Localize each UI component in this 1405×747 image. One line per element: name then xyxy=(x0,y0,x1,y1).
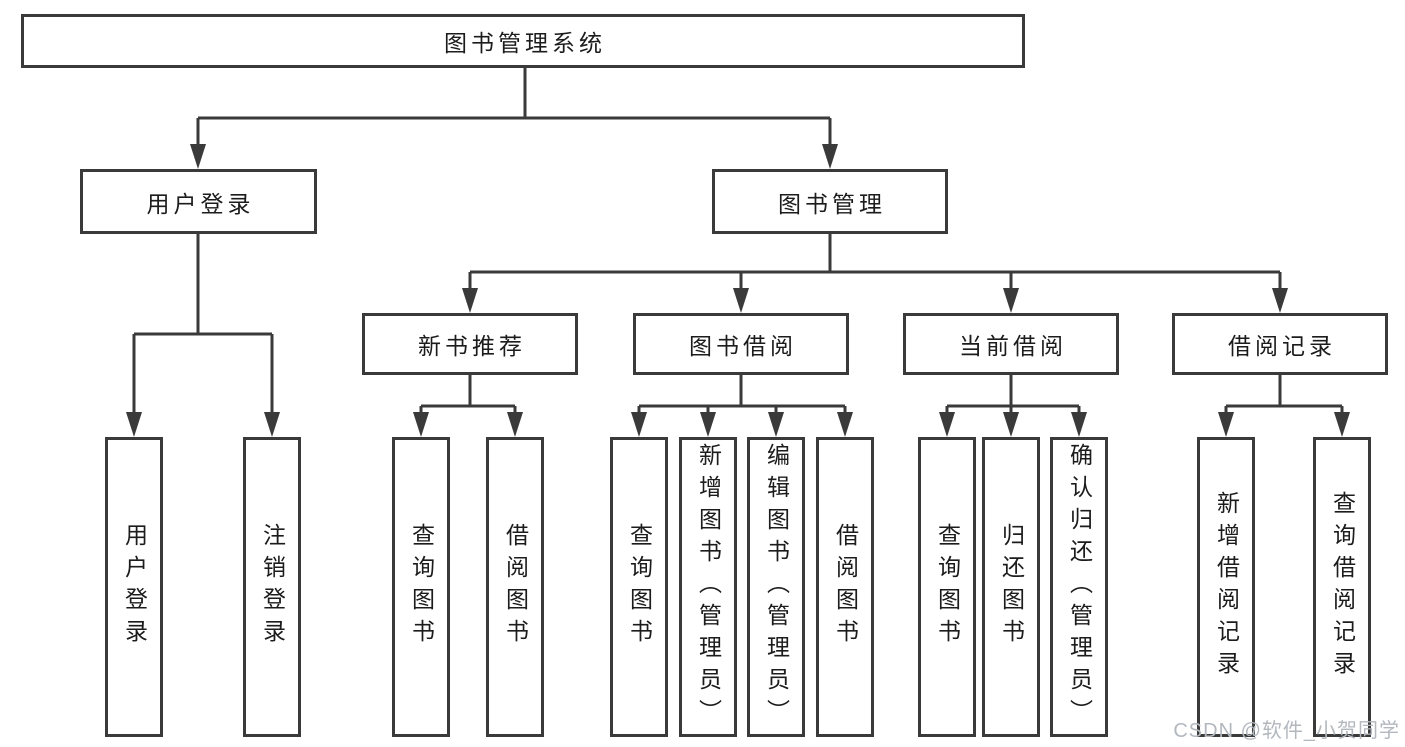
node-book-borrowing: 图书借阅 xyxy=(633,313,849,375)
leaf-logout: 注销登录 xyxy=(243,437,301,737)
arrow-down-icon xyxy=(733,288,749,313)
arrow-down-icon xyxy=(1334,412,1350,437)
arrow-down-icon xyxy=(768,412,784,437)
arrow-down-icon xyxy=(413,412,429,437)
node-label: 图书管理系统 xyxy=(444,30,606,56)
node-book-management-system: 图书管理系统 xyxy=(21,14,1025,68)
leaf-borrow-book-1: 借阅图书 xyxy=(486,437,544,737)
leaf-search-book-1: 查询图书 xyxy=(392,437,450,737)
node-label: 当前借阅 xyxy=(959,333,1067,359)
arrow-down-icon xyxy=(631,412,647,437)
node-book-management: 图书管理 xyxy=(712,169,948,234)
node-label: 注销登录 xyxy=(259,523,286,651)
arrow-down-icon xyxy=(1071,412,1087,437)
leaf-add-borrow-record: 新增借阅记录 xyxy=(1197,437,1255,737)
leaf-search-book-2: 查询图书 xyxy=(610,437,668,737)
node-label: 借阅图书 xyxy=(832,523,859,651)
leaf-add-book-admin: 新增图书（管理员） xyxy=(679,437,737,737)
leaf-search-book-3: 查询图书 xyxy=(918,437,976,737)
node-label: 借阅记录 xyxy=(1228,333,1336,359)
node-label: 借阅图书 xyxy=(502,523,529,651)
node-label: 编辑图书（管理员） xyxy=(763,443,790,731)
leaf-user-login: 用户登录 xyxy=(105,437,163,737)
arrow-down-icon xyxy=(126,412,142,437)
node-borrowing-records: 借阅记录 xyxy=(1172,313,1388,375)
node-label: 查询图书 xyxy=(408,523,435,651)
node-label: 查询图书 xyxy=(626,523,653,651)
node-label: 图书管理 xyxy=(778,190,886,217)
node-label: 归还图书 xyxy=(998,523,1025,651)
node-label: 用户登录 xyxy=(146,190,255,217)
leaf-search-borrow-record: 查询借阅记录 xyxy=(1313,437,1371,737)
leaf-borrow-book-2: 借阅图书 xyxy=(816,437,874,737)
node-label: 用户登录 xyxy=(121,523,148,651)
arrow-down-icon xyxy=(264,412,280,437)
node-label: 新书推荐 xyxy=(418,333,526,359)
arrow-down-icon xyxy=(837,412,853,437)
node-label: 查询借阅记录 xyxy=(1329,491,1356,683)
arrow-down-icon xyxy=(700,412,716,437)
arrow-down-icon xyxy=(1003,412,1019,437)
arrow-down-icon xyxy=(1272,288,1288,313)
arrow-down-icon xyxy=(507,412,523,437)
node-label: 查询图书 xyxy=(934,523,961,651)
node-current-borrowing: 当前借阅 xyxy=(903,313,1119,375)
node-label: 确认归还（管理员） xyxy=(1066,443,1093,731)
node-label: 新增图书（管理员） xyxy=(695,443,722,731)
arrow-down-icon xyxy=(1218,412,1234,437)
arrow-down-icon xyxy=(462,288,478,313)
arrow-down-icon xyxy=(822,144,838,169)
arrow-down-icon xyxy=(190,144,206,169)
arrow-down-icon xyxy=(939,412,955,437)
leaf-edit-book-admin: 编辑图书（管理员） xyxy=(747,437,805,737)
watermark: CSDN @软件_小贺同学 xyxy=(1173,720,1400,742)
node-new-book-recommendation: 新书推荐 xyxy=(362,313,578,375)
node-user-login: 用户登录 xyxy=(80,169,317,234)
leaf-confirm-return-admin: 确认归还（管理员） xyxy=(1050,437,1108,737)
node-label: 图书借阅 xyxy=(689,333,797,359)
leaf-return-book: 归还图书 xyxy=(982,437,1040,737)
node-label: 新增借阅记录 xyxy=(1213,491,1240,683)
arrow-down-icon xyxy=(1003,288,1019,313)
